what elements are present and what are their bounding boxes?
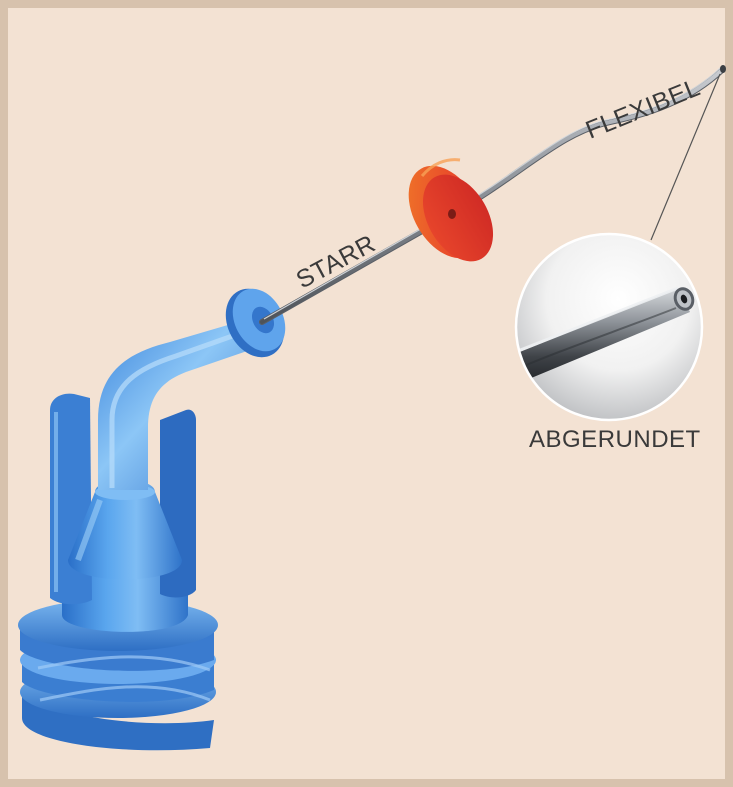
luer-base: [18, 288, 286, 751]
label-rounded: ABGERUNDET: [529, 426, 701, 453]
leader-line: [650, 73, 721, 241]
label-flexible: FLEXIBEL: [582, 73, 704, 144]
magnified-tip-detail: [514, 232, 704, 422]
silicone-stopper: [408, 158, 494, 262]
hub-flange: [225, 288, 286, 358]
cannula: [259, 65, 726, 325]
